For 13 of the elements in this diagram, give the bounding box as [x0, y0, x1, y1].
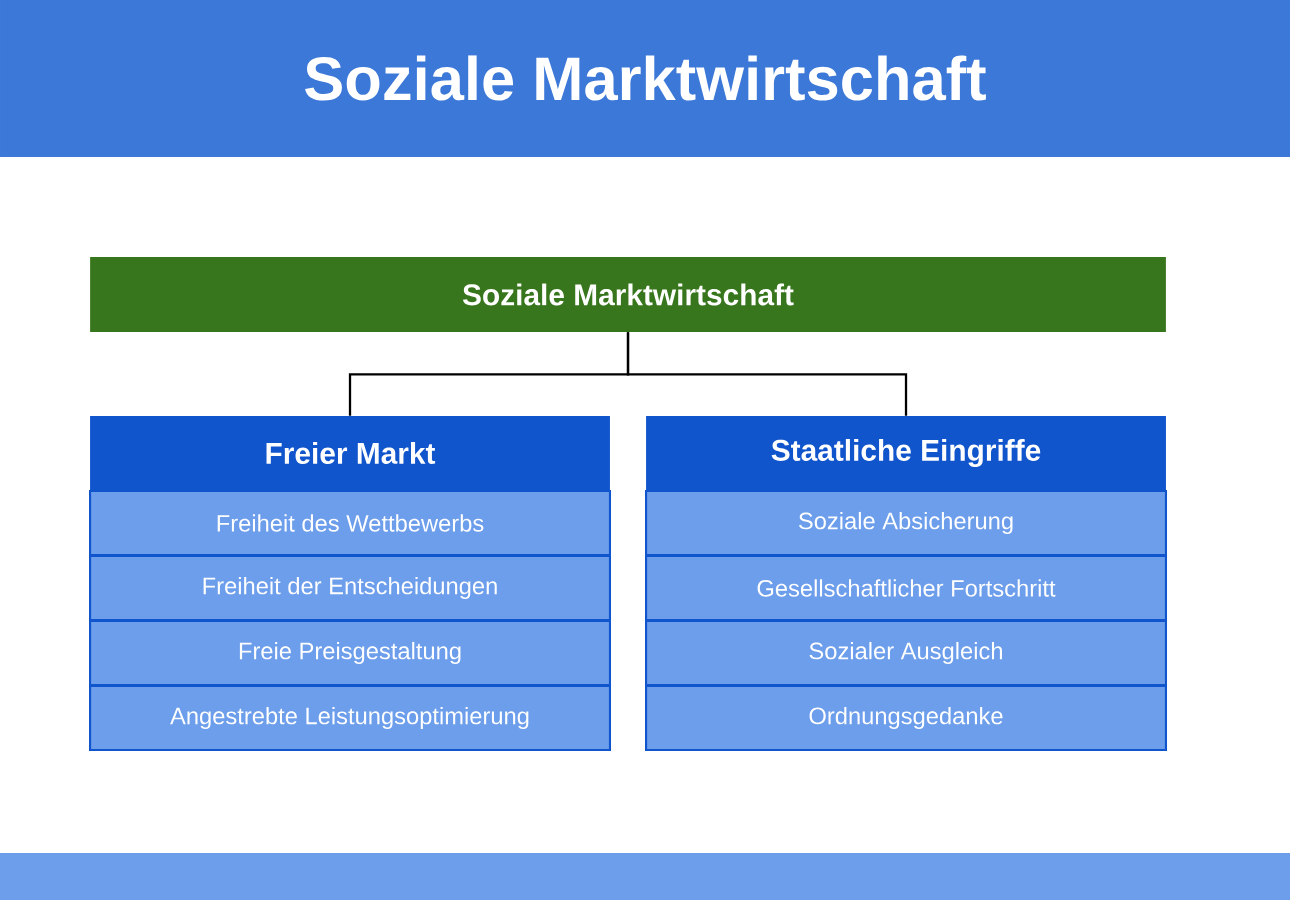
list-item-box: Ordnungsgedanke [645, 684, 1167, 752]
list-item-box: Sozialer Ausgleich [645, 619, 1167, 687]
connector-line [626, 332, 908, 416]
list-item-box: Freiheit des Wettbewerbs [89, 489, 611, 557]
title-band: Soziale Marktwirtschaft [0, 0, 1290, 157]
root-box: Soziale Marktwirtschaft [90, 257, 1166, 332]
list-item-box: Freie Preisgestaltung [89, 619, 611, 687]
column-header: Staatliche Eingriffe [646, 416, 1166, 490]
list-item-box: Gesellschaftlicher Fortschritt [645, 554, 1167, 622]
list-item-box: Freiheit der Entscheidungen [89, 554, 611, 622]
column-header: Freier Markt [90, 416, 610, 490]
list-item-box: Soziale Absicherung [645, 489, 1167, 557]
list-item-box: Angestrebte Leistungsoptimierung [89, 684, 611, 752]
